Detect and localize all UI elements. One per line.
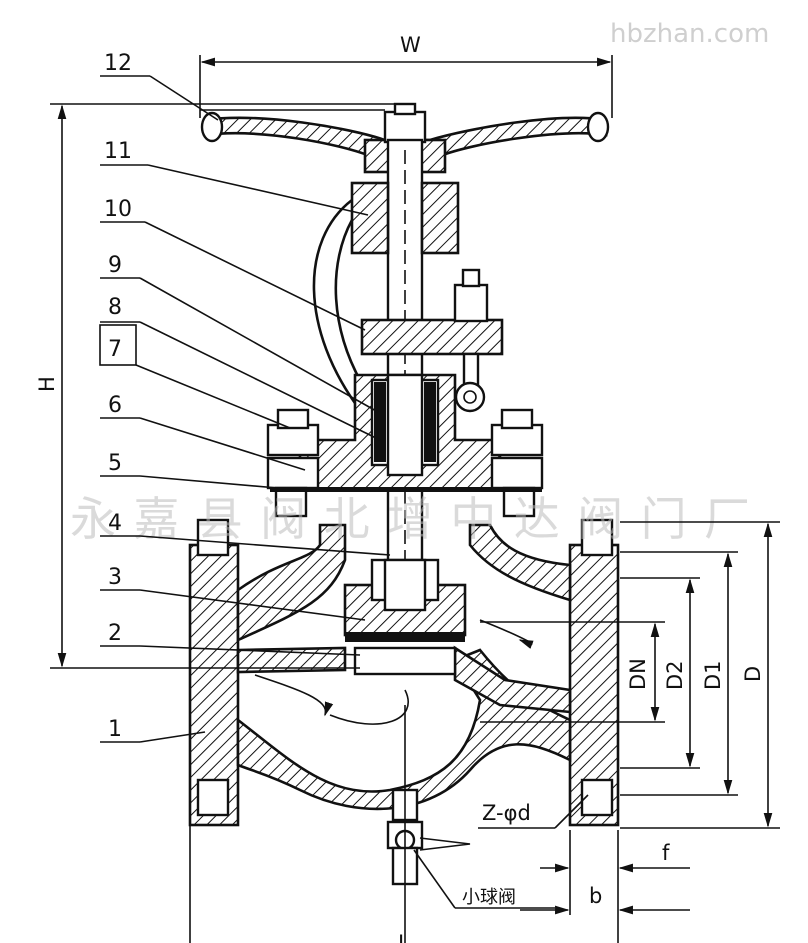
svg-text:小球阀: 小球阀 xyxy=(462,887,516,908)
gland-bolt xyxy=(453,268,489,413)
part-number-10: 10 xyxy=(104,197,132,222)
gasket xyxy=(270,487,542,492)
handwheel xyxy=(200,102,610,174)
dim-d2: D2 xyxy=(620,577,700,769)
svg-text:D1: D1 xyxy=(701,660,725,690)
part-number-2: 2 xyxy=(108,621,122,646)
dim-holes: Z-φd xyxy=(478,794,589,829)
callout-small-ball-valve: 小球阀 xyxy=(413,849,555,909)
part-number-3: 3 xyxy=(108,565,122,590)
dim-d1: D1 xyxy=(620,551,738,796)
part-number-9: 9 xyxy=(108,253,122,278)
dim-l: L xyxy=(189,825,619,943)
bonnet-bolt-right xyxy=(490,408,544,518)
dim-f: f xyxy=(540,830,690,915)
dim-h: H xyxy=(35,103,395,669)
part-number-6: 6 xyxy=(108,393,122,418)
flow-arrow-in xyxy=(254,674,334,717)
svg-text:Z-φd: Z-φd xyxy=(482,801,531,825)
dim-dn: DN xyxy=(480,621,665,723)
svg-text:D: D xyxy=(741,666,765,682)
valve-disc xyxy=(343,558,467,676)
site-watermark: hbzhan.com xyxy=(610,19,769,49)
svg-text:L: L xyxy=(398,931,410,943)
dim-w: W xyxy=(199,33,613,118)
part-number-8: 8 xyxy=(108,295,122,320)
svg-text:DN: DN xyxy=(626,658,650,690)
yoke-nut xyxy=(350,181,460,255)
part-numbers: 12 11 10 9 8 7 6 5 4 3 2 1 xyxy=(104,51,132,742)
svg-text:H: H xyxy=(35,376,59,392)
flow-arrow-out xyxy=(479,619,534,649)
gland xyxy=(360,318,504,356)
part-number-11: 11 xyxy=(104,139,132,164)
part-number-4: 4 xyxy=(108,511,122,536)
yoke-arm-left xyxy=(312,198,362,411)
part-number-12: 12 xyxy=(104,51,132,76)
svg-text:f: f xyxy=(662,841,670,865)
bonnet xyxy=(298,373,502,492)
packing xyxy=(374,382,386,462)
valve-body xyxy=(188,518,620,827)
part-number-5: 5 xyxy=(108,451,122,476)
part-number-7: 7 xyxy=(108,337,122,362)
svg-text:b: b xyxy=(589,884,602,908)
svg-text:D2: D2 xyxy=(663,660,687,690)
svg-text:W: W xyxy=(400,33,421,57)
part-leaders xyxy=(99,75,391,743)
dim-b: b xyxy=(520,884,690,915)
dim-d: D xyxy=(620,521,780,829)
part-number-1: 1 xyxy=(108,717,122,742)
